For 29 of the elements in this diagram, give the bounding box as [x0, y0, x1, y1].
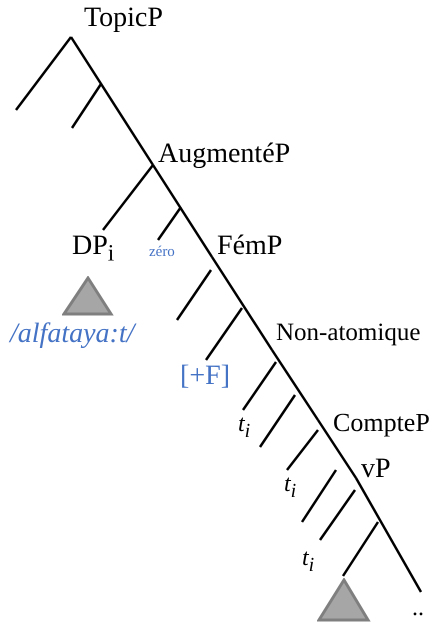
trace-label: t$_{i}$ — [238, 412, 250, 441]
tree-branch — [286, 429, 319, 471]
node-label: CompteP — [333, 410, 430, 436]
node-label: AugmentéP — [158, 140, 290, 168]
node-label: [+F] — [180, 362, 230, 390]
tree-branch — [270, 349, 320, 421]
phonetic-form: /alfataya:t/ — [10, 320, 134, 348]
tree-branch — [318, 489, 356, 541]
node-label: zéro — [149, 245, 175, 260]
tree-branch — [102, 164, 154, 231]
tree-branch — [210, 256, 274, 351]
tree-branch — [316, 419, 358, 479]
node-label: DP$_{i}$ — [72, 232, 114, 266]
tree-branch — [204, 307, 244, 361]
tree-branch — [70, 36, 154, 166]
trace-label: t$_{i}$ — [302, 546, 314, 575]
tree-branch — [176, 269, 212, 321]
tree-branch — [354, 477, 422, 593]
tree-branch — [242, 361, 278, 411]
tree-branch — [152, 164, 214, 258]
tree-branch — [15, 36, 72, 111]
node-label: .. — [412, 596, 424, 620]
tree-branch — [156, 206, 182, 241]
node-label: TopicP — [84, 4, 163, 32]
node-label: FémP — [217, 232, 282, 260]
node-label: Non-atomique — [276, 320, 420, 345]
tree-branch — [342, 521, 380, 577]
trace-label: t$_{i}$ — [284, 472, 296, 501]
node-label: vP — [361, 455, 391, 483]
